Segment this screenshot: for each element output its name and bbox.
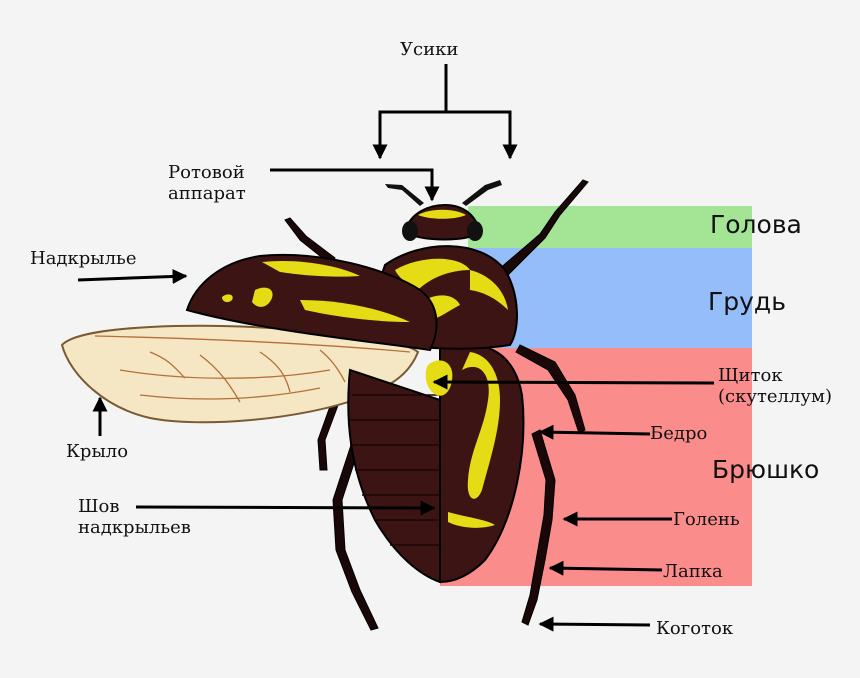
head-region-band (468, 206, 752, 248)
tarsus-label: Лапка (663, 561, 723, 582)
head-region-label: Голова (710, 210, 802, 239)
wing-label: Крыло (66, 441, 128, 462)
left-eye (402, 221, 418, 241)
claw-label: Коготок (656, 618, 734, 639)
thorax-region-label: Грудь (708, 287, 786, 316)
antennae-arrow-left (372, 64, 448, 160)
antennae-arrow-right (446, 110, 518, 160)
pointer-arrows (77, 64, 715, 632)
mouthparts-label-line2: аппарат (168, 183, 246, 204)
tarsus-arrow (548, 560, 663, 576)
beetle-left-elytron (185, 253, 438, 352)
femur-arrow (538, 424, 651, 440)
elytral-suture-label-line1: Шов (78, 496, 120, 517)
scutellum-arrow (432, 374, 715, 390)
elytral-suture-arrow (135, 500, 436, 516)
scutellum-label-line1: Щиток (718, 365, 783, 386)
elytral-suture-label-line2: надкрыльев (78, 517, 191, 538)
beetle-right-elytron (425, 342, 525, 584)
mouthparts-label-line1: Ротовой (168, 162, 245, 183)
abdomen-region-label: Брюшко (712, 455, 819, 484)
beetle-abdomen (347, 368, 441, 584)
right-eye (467, 221, 483, 241)
elytron-label: Надкрылье (30, 248, 137, 269)
femur-label: Бедро (650, 423, 707, 444)
antennae-label: Усики (400, 39, 458, 60)
beetle-wing (60, 324, 420, 424)
scutellum-label-line2: (скутеллум) (718, 386, 832, 407)
mouthparts-arrow (270, 168, 440, 202)
tibia-label: Голень (673, 509, 740, 530)
beetle-head (385, 180, 502, 241)
claw-arrow (538, 616, 651, 632)
elytron-arrow (77, 269, 188, 284)
